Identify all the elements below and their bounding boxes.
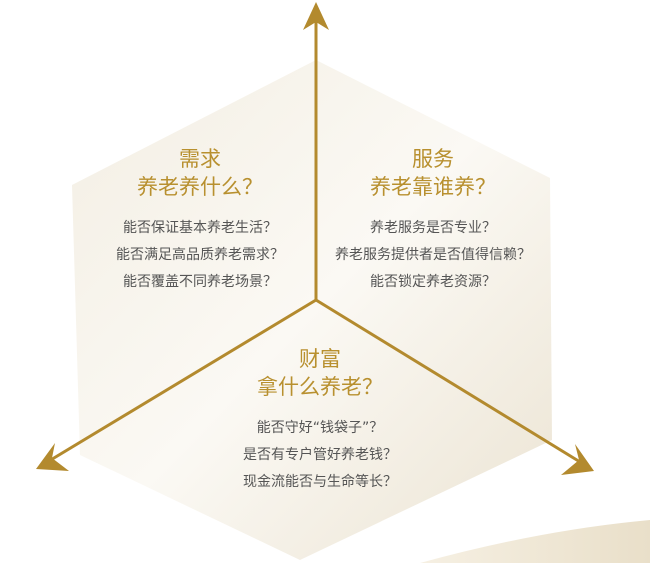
section-wealth: 财富 拿什么养老？ 能否守好“钱袋子”？ 是否有专户管好养老钱？ 现金流能否与生…: [210, 345, 430, 496]
axis-up: [303, 2, 329, 300]
question-item: 能否保证基本养老生活？: [123, 220, 277, 236]
section-demand: 需求 养老养什么？ 能否保证基本养老生活？ 能否满足高品质养老需求？ 能否覆盖不…: [95, 145, 305, 296]
section-wealth-title: 财富: [299, 347, 341, 371]
question-item: 是否有专户管好养老钱？: [243, 447, 397, 463]
question-item: 养老服务是否专业？: [370, 220, 496, 236]
section-demand-subtitle: 养老养什么？: [137, 175, 263, 199]
question-item: 能否覆盖不同养老场景？: [123, 274, 277, 290]
section-service-questions: 养老服务是否专业？ 养老服务提供者是否值得信赖？ 能否锁定养老资源？: [318, 215, 548, 296]
question-item: 养老服务提供者是否值得信赖？: [335, 247, 531, 263]
axis-down-right: [315, 298, 594, 475]
axis-down-left: [36, 298, 317, 471]
question-item: 能否守好“钱袋子”？: [256, 420, 384, 436]
arrow-up-icon: [303, 2, 329, 30]
section-service-subtitle: 养老靠谁养？: [370, 175, 496, 199]
bottom-swoosh-decoration: [420, 520, 650, 563]
question-item: 现金流能否与生命等长？: [243, 474, 397, 490]
section-wealth-subtitle: 拿什么养老？: [257, 375, 383, 399]
section-wealth-questions: 能否守好“钱袋子”？ 是否有专户管好养老钱？ 现金流能否与生命等长？: [210, 415, 430, 496]
section-demand-questions: 能否保证基本养老生活？ 能否满足高品质养老需求？ 能否覆盖不同养老场景？: [95, 215, 305, 296]
question-item: 能否满足高品质养老需求？: [116, 247, 284, 263]
arrow-down-right-icon: [561, 444, 594, 475]
section-service-title: 服务: [412, 147, 454, 171]
section-demand-title: 需求: [179, 147, 221, 171]
arrow-down-left-icon: [36, 443, 69, 471]
section-service: 服务 养老靠谁养？ 养老服务是否专业？ 养老服务提供者是否值得信赖？ 能否锁定养…: [318, 145, 548, 296]
hexagon-background: [72, 60, 552, 560]
question-item: 能否锁定养老资源？: [370, 274, 496, 290]
